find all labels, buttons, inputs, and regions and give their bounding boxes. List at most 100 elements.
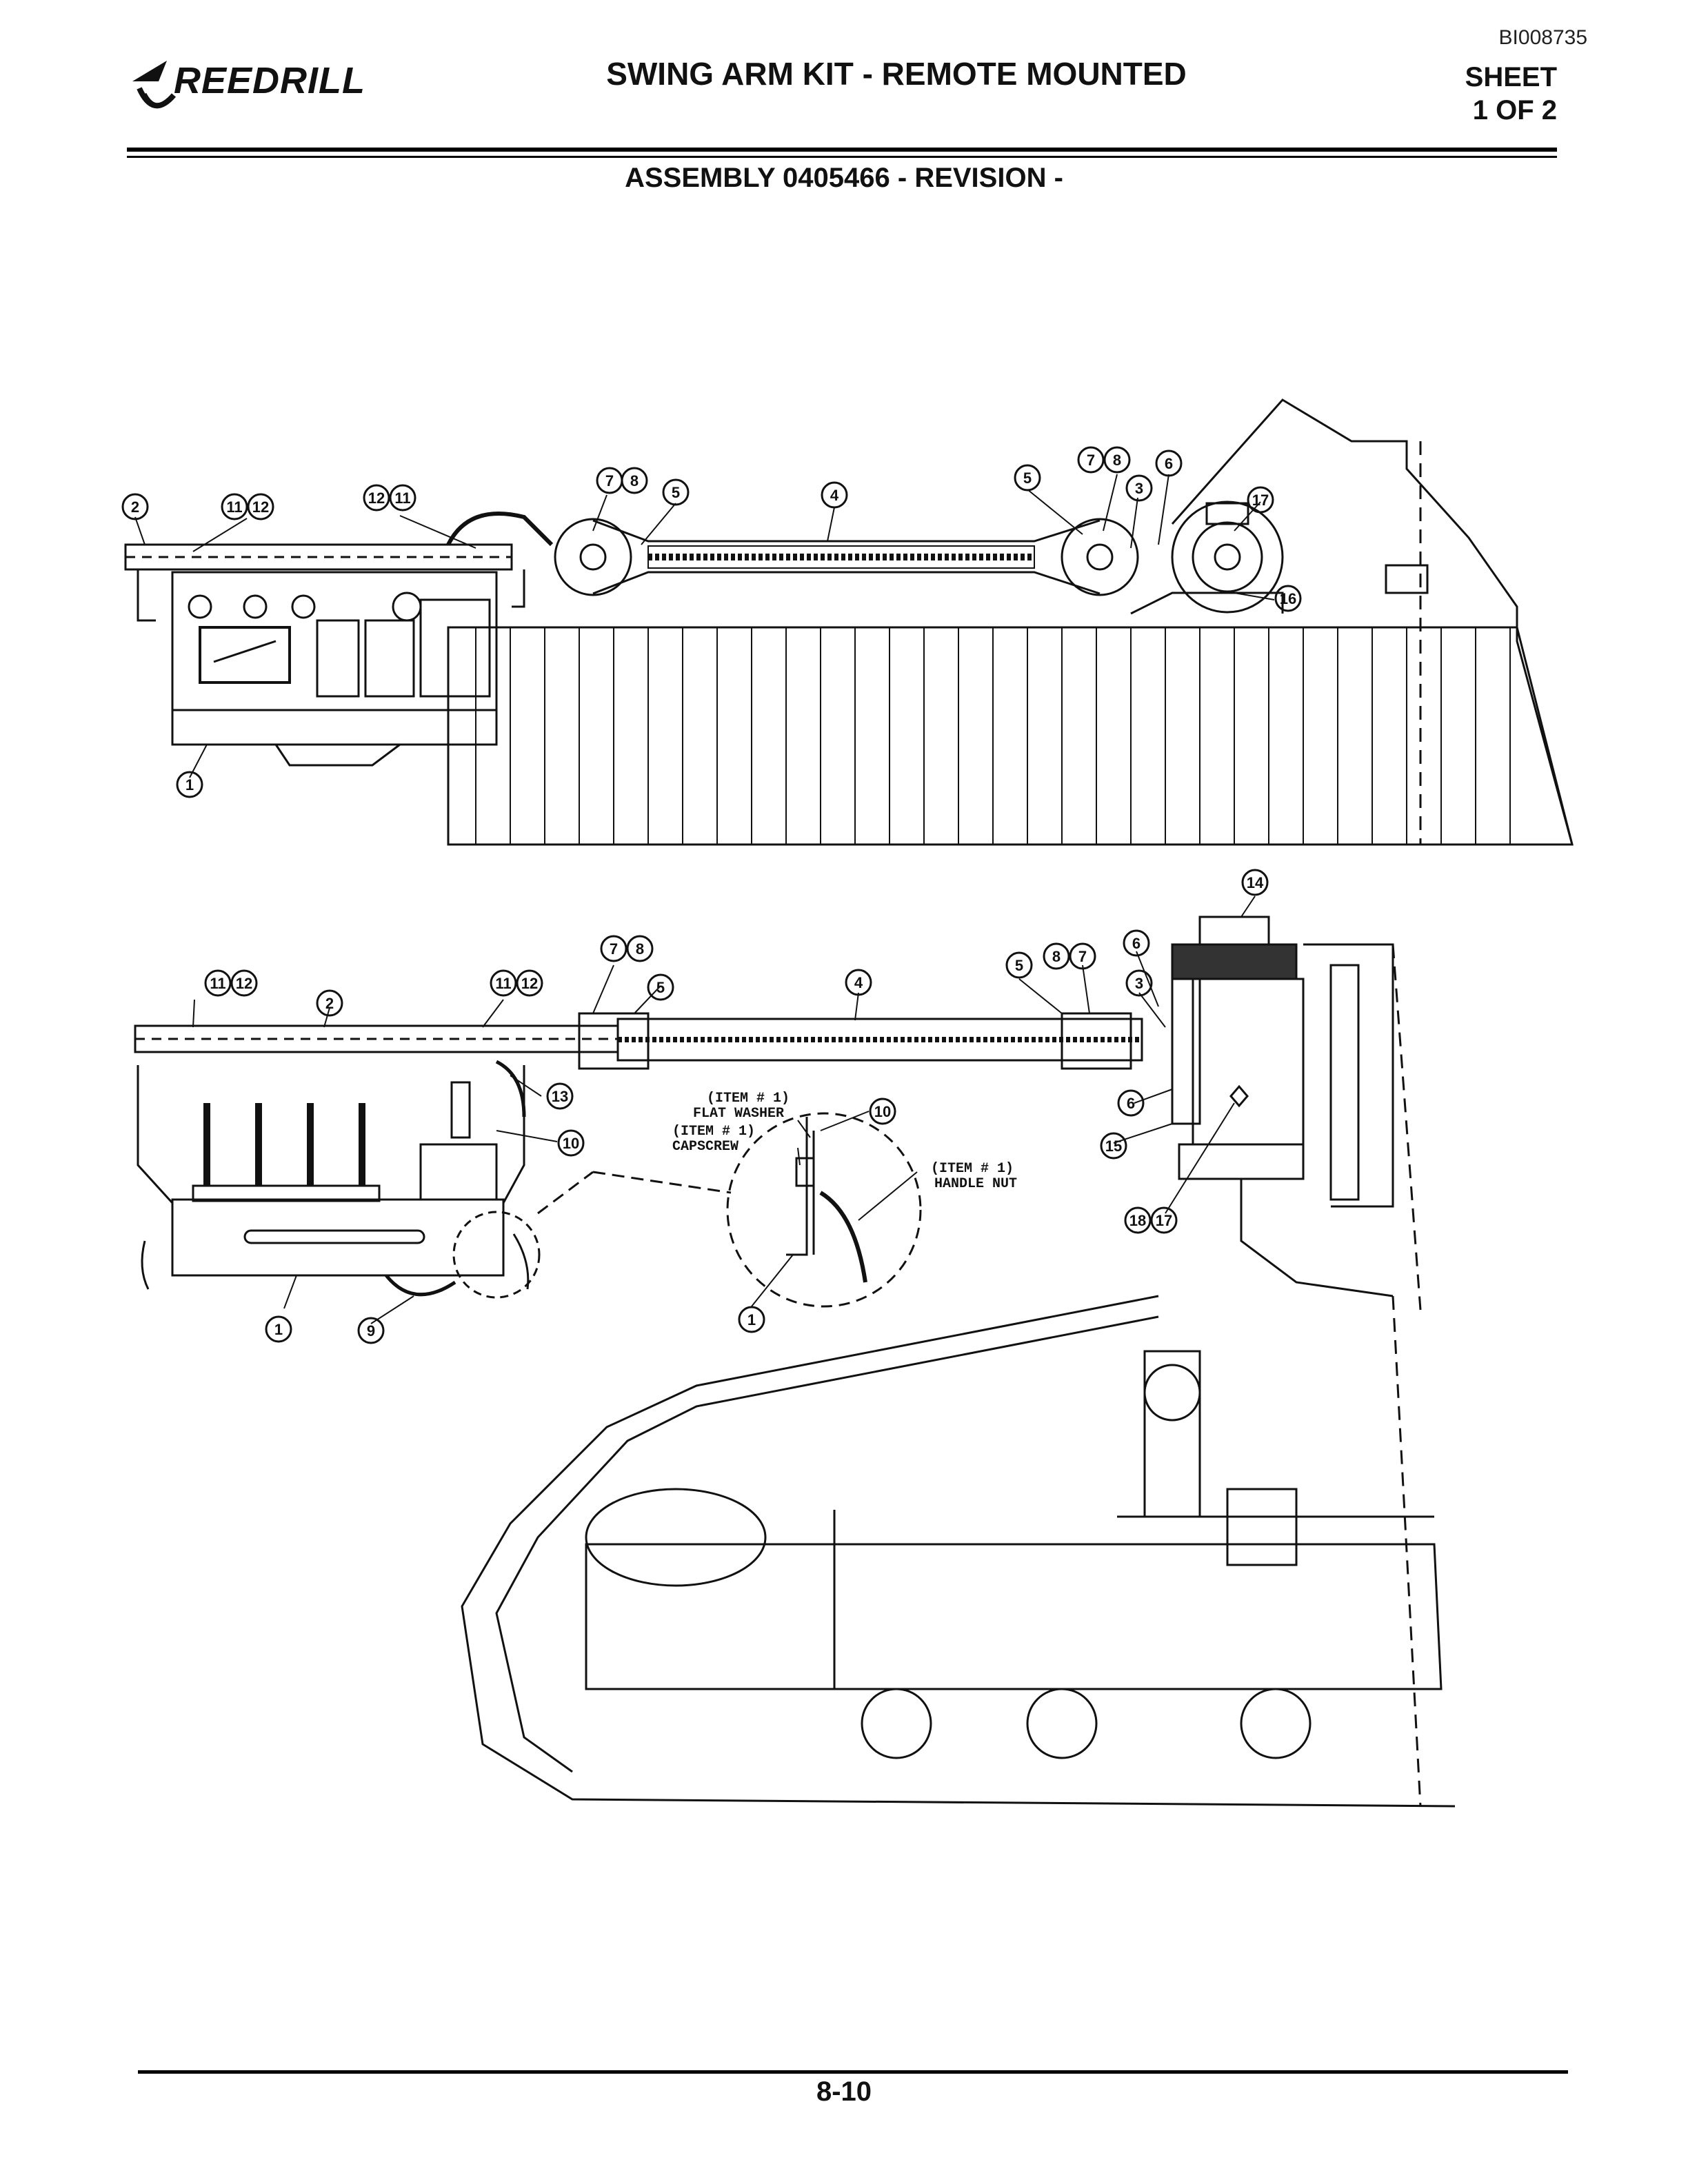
svg-text:8: 8 — [630, 472, 639, 489]
svg-text:7: 7 — [610, 940, 618, 958]
sprocket-left — [554, 518, 632, 596]
svg-text:18: 18 — [1129, 1212, 1146, 1229]
callout-18-side: 18 — [1124, 1206, 1152, 1234]
capscrew-note: CAPSCREW — [672, 1139, 738, 1155]
svg-text:17: 17 — [1252, 492, 1269, 509]
capscrew-ref: (ITEM # 1) — [672, 1124, 755, 1140]
callout-4-top: 4 — [821, 481, 848, 509]
callout-1-side: 1 — [265, 1315, 292, 1343]
idler-post — [1143, 1350, 1201, 1518]
callout-13-side: 13 — [546, 1082, 574, 1110]
svg-text:10: 10 — [874, 1103, 891, 1120]
callout-3-top: 3 — [1125, 474, 1153, 502]
callout-7-side: 7 — [600, 935, 627, 962]
document-id: BI008735 — [1498, 26, 1587, 49]
reedrill-logo: REEDRILL — [125, 54, 374, 130]
callout-12-side-b: 12 — [516, 969, 543, 997]
callout-5-top: 5 — [662, 478, 690, 506]
callout-11-top: 11 — [221, 493, 248, 520]
svg-text:9: 9 — [367, 1322, 375, 1339]
control-levers — [192, 1103, 381, 1202]
callout-6-side-b: 6 — [1117, 1089, 1145, 1117]
svg-text:12: 12 — [521, 975, 538, 992]
svg-text:7: 7 — [1087, 452, 1095, 469]
svg-text:8: 8 — [636, 940, 644, 958]
svg-text:1: 1 — [185, 776, 194, 793]
callout-16-top: 16 — [1274, 585, 1302, 612]
svg-text:5: 5 — [656, 979, 665, 996]
svg-text:12: 12 — [252, 498, 269, 516]
svg-text:3: 3 — [1135, 975, 1143, 992]
svg-text:3: 3 — [1135, 480, 1143, 497]
callout-2-side: 2 — [316, 989, 343, 1017]
callout-3-side: 3 — [1125, 969, 1153, 997]
svg-text:16: 16 — [1280, 590, 1296, 607]
svg-text:17: 17 — [1156, 1212, 1172, 1229]
callout-2-top: 2 — [121, 493, 149, 520]
callout-7-top: 7 — [596, 467, 623, 494]
callout-11-side-b: 11 — [490, 969, 517, 997]
callout-17-top: 17 — [1247, 486, 1274, 514]
callout-10-side: 10 — [557, 1129, 585, 1157]
handle-nut-note: HANDLE NUT — [934, 1176, 1017, 1192]
page-title: SWING ARM KIT - REMOTE MOUNTED — [606, 56, 1187, 92]
svg-text:7: 7 — [605, 472, 614, 489]
callout-8-side-b: 8 — [1043, 942, 1070, 970]
svg-text:10: 10 — [563, 1135, 579, 1152]
top-view — [124, 398, 1574, 846]
side-view — [134, 896, 1456, 1808]
svg-text:6: 6 — [1127, 1095, 1135, 1112]
svg-text:14: 14 — [1247, 874, 1264, 891]
handle-nut-ref: (ITEM # 1) — [931, 1161, 1014, 1177]
callout-17-side: 17 — [1150, 1206, 1178, 1234]
svg-text:11: 11 — [495, 975, 511, 992]
callout-8-top: 8 — [621, 467, 648, 494]
track-top — [447, 626, 1574, 846]
callout-1-top: 1 — [176, 771, 203, 798]
callout-11-side: 11 — [204, 969, 232, 997]
callout-5-top-b: 5 — [1014, 464, 1041, 492]
sheet-number: SHEET 1 OF 2 — [1465, 61, 1557, 127]
header-rule-thin — [127, 156, 1557, 158]
svg-text:5: 5 — [1023, 469, 1032, 487]
control-box-side — [171, 1198, 505, 1277]
callout-15-side: 15 — [1100, 1132, 1127, 1160]
callout-6-side: 6 — [1123, 929, 1150, 957]
assembly-number: ASSEMBLY 0405466 - REVISION - — [625, 163, 1063, 193]
svg-text:5: 5 — [672, 484, 680, 501]
detail-circle-large — [726, 1112, 922, 1308]
callout-5-side-b: 5 — [1005, 951, 1033, 979]
pivot-mount-side — [1192, 978, 1305, 1146]
callout-14-side: 14 — [1241, 869, 1269, 896]
callout-12-top: 12 — [247, 493, 274, 520]
logo-text: REEDRILL — [174, 60, 365, 101]
svg-text:11: 11 — [226, 498, 242, 516]
svg-text:2: 2 — [131, 498, 139, 516]
track-side — [461, 1295, 1456, 1808]
svg-text:1: 1 — [274, 1321, 283, 1338]
svg-text:2: 2 — [325, 995, 334, 1012]
header-rule-thick — [127, 148, 1557, 152]
callout-12-top-b: 12 — [363, 484, 390, 512]
svg-text:11: 11 — [210, 975, 225, 992]
joystick — [450, 1081, 471, 1139]
svg-text:4: 4 — [854, 974, 863, 991]
svg-text:15: 15 — [1105, 1138, 1122, 1155]
callout-1-detail: 1 — [738, 1306, 765, 1333]
callout-5-side: 5 — [647, 973, 674, 1001]
svg-text:8: 8 — [1052, 948, 1061, 965]
svg-text:12: 12 — [368, 489, 385, 507]
callout-8-top-b: 8 — [1103, 446, 1131, 474]
flat-washer-ref: (ITEM # 1) — [707, 1091, 790, 1106]
svg-text:12: 12 — [236, 975, 252, 992]
drill-logo-icon — [132, 61, 177, 109]
callout-6-top: 6 — [1155, 449, 1183, 477]
svg-text:8: 8 — [1113, 452, 1121, 469]
svg-text:1: 1 — [747, 1311, 756, 1328]
svg-text:5: 5 — [1015, 957, 1023, 974]
callout-10-detail: 10 — [869, 1098, 896, 1125]
svg-text:4: 4 — [830, 487, 839, 504]
callout-8-side: 8 — [626, 935, 654, 962]
svg-text:13: 13 — [552, 1088, 568, 1105]
